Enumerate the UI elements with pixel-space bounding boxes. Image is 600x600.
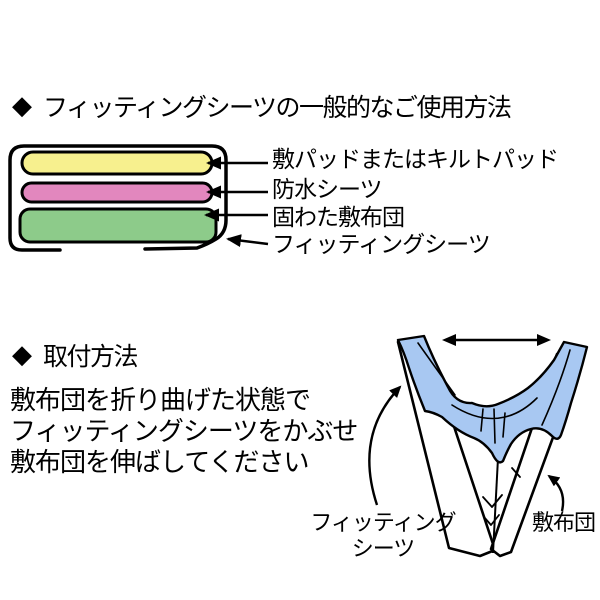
figure-label-futon: 敷布団	[532, 511, 596, 536]
diamond-bullet-icon: ◆	[12, 340, 32, 370]
fitting-sheet-outline	[8, 144, 228, 252]
figure-label-fitting-sheet: フィッティング シーツ	[303, 511, 463, 563]
install-figure	[368, 334, 589, 558]
fitting-sheet-drape	[396, 334, 589, 464]
bedding-layers-diagram	[8, 144, 269, 252]
fitting-sheet-callout-arrow	[368, 385, 402, 506]
layer-bar-pad	[20, 150, 214, 176]
layer-bar-futon	[18, 207, 218, 244]
layer-label-pad: 敷パッドまたはキルトパッド	[272, 147, 559, 173]
layer-label-fitting-sheet: フィッティングシーツ	[272, 232, 491, 258]
layer-label-waterproof: 防水シーツ	[272, 177, 383, 203]
install-step-2: フィッティングシーツをかぶせ	[10, 417, 358, 447]
figure-label-fitting-sheet-line1: フィッティング	[310, 511, 456, 536]
install-section-title: 取付方法	[43, 342, 139, 371]
stretch-direction-arrow	[442, 334, 551, 346]
install-step-3: 敷布団を伸ばしてください	[10, 448, 309, 478]
connector-arrow-fitting-sheet	[226, 234, 269, 248]
usage-section-heading: ◆ フィッティングシーツの一般的なご使用方法	[12, 88, 512, 124]
futon-callout-arrow	[547, 474, 565, 512]
layer-label-futon: 固わた敷布団	[272, 205, 405, 231]
futon-seam-ticks	[482, 467, 521, 526]
diamond-bullet-icon: ◆	[12, 91, 32, 121]
install-step-1: 敷布団を折り曲げた状態で	[10, 386, 311, 416]
usage-section-title: フィッティングシーツの一般的なご使用方法	[43, 93, 512, 122]
futon-fold-seam	[492, 457, 499, 554]
fitting-sheet-wrinkles	[417, 342, 571, 444]
install-section-heading: ◆ 取付方法	[12, 337, 139, 373]
layer-bar-waterproof	[20, 181, 214, 204]
figure-label-fitting-sheet-line2: シーツ	[351, 537, 416, 562]
install-instructions: 敷布団を折り曲げた状態で フィッティングシーツをかぶせ 敷布団を伸ばしてください	[10, 386, 358, 479]
